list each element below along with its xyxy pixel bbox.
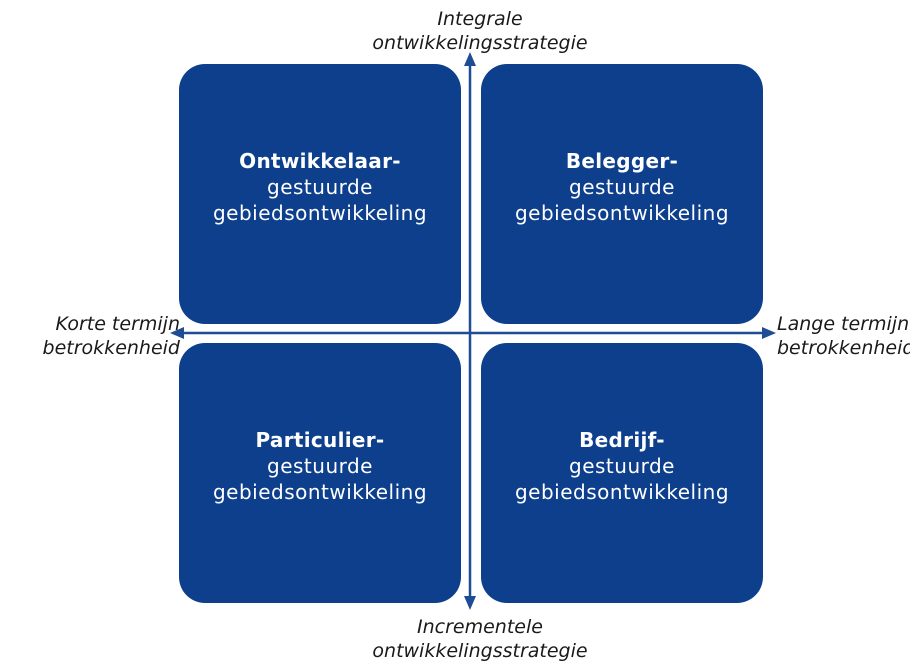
quadrant-subtitle: gebiedsontwikkeling [212, 201, 428, 225]
quadrant-subtitle: gebiedsontwikkeling [514, 480, 730, 504]
quadrant-top-right: Belegger- gestuurde gebiedsontwikkeling [481, 64, 763, 324]
arrow-up-icon [464, 52, 476, 66]
label-line: Korte termijn [55, 313, 180, 335]
vertical-axis-top-label: Integrale ontwikkelingsstrategie [370, 7, 590, 55]
quadrant-subtitle: gebiedsontwikkeling [212, 480, 428, 504]
quadrant-subtitle: gestuurde [569, 454, 675, 478]
arrow-right-icon [762, 327, 776, 339]
label-line: betrokkenheid [777, 337, 910, 359]
quadrant-title: Bedrijf- [579, 428, 665, 452]
quadrant-top-left: Ontwikkelaar- gestuurde gebiedsontwikkel… [179, 64, 461, 324]
label-line: ontwikkelingsstrategie [372, 640, 588, 662]
vertical-axis-bottom-label: Incrementele ontwikkelingsstrategie [360, 615, 600, 663]
quadrant-subtitle: gestuurde [569, 175, 675, 199]
quadrant-title: Particulier- [255, 428, 385, 452]
label-line: Incrementele [417, 616, 543, 638]
quadrant-subtitle: gebiedsontwikkeling [514, 201, 730, 225]
quadrant-subtitle: gestuurde [267, 175, 373, 199]
quadrant-subtitle: gestuurde [267, 454, 373, 478]
quadrant-bottom-right: Bedrijf- gestuurde gebiedsontwikkeling [481, 343, 763, 603]
label-line: Integrale [437, 8, 523, 30]
label-line: betrokkenheid [42, 337, 180, 359]
quadrant-bottom-left: Particulier- gestuurde gebiedsontwikkeli… [179, 343, 461, 603]
label-line: Lange termijn [777, 313, 910, 335]
horizontal-axis-left-label: Korte termijn betrokkenheid [20, 312, 180, 360]
arrow-down-icon [464, 596, 476, 610]
label-line: ontwikkelingsstrategie [372, 32, 588, 54]
arrow-left-icon [170, 327, 184, 339]
quadrant-title: Ontwikkelaar- [239, 149, 401, 173]
quadrant-title: Belegger- [565, 149, 679, 173]
horizontal-axis-right-label: Lange termijn betrokkenheid [777, 312, 910, 360]
